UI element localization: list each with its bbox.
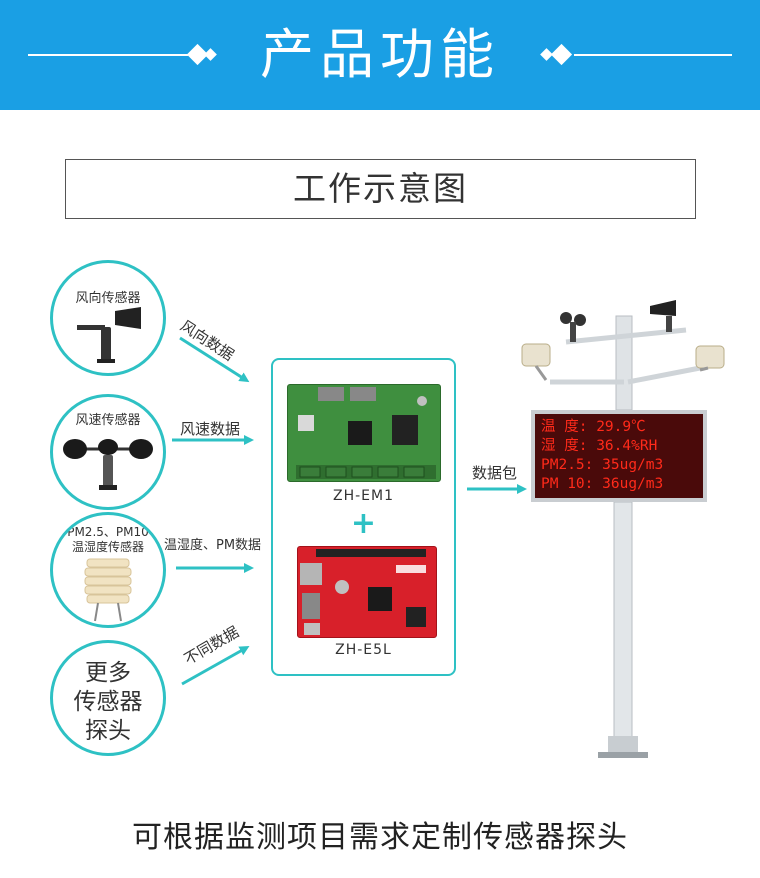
flow-label-wind-direction: 风向数据 <box>177 316 238 365</box>
wind-speed-sensor: 风速传感器 <box>50 394 166 510</box>
led-temperature-label: 温 度: <box>541 419 588 435</box>
wind-vane-icon <box>77 307 141 363</box>
flow-label-packet: 数据包 <box>472 464 518 482</box>
header-banner: 产品功能 <box>0 0 760 110</box>
plus-sign: + <box>350 506 377 541</box>
led-display: 温 度: 29.9℃ 湿 度: 36.4%RH PM2.5: 35ug/m3 P… <box>531 410 707 502</box>
wind-direction-sensor: 风向传感器 <box>50 260 166 376</box>
anemometer-icon <box>63 439 153 490</box>
module-box: ZH-EM1 + ZH-E5L <box>271 358 456 676</box>
radiation-shield-icon <box>84 558 132 622</box>
weather-station-pole <box>521 300 725 758</box>
zh-e5l-label: ZH-E5L <box>335 642 392 658</box>
pm-sensor-label-line2: 温湿度传感器 <box>71 540 144 554</box>
flow-label-other: 不同数据 <box>181 622 242 669</box>
page-title: 产品功能 <box>260 23 500 86</box>
led-row-humidity: 湿 度: 36.4%RH <box>541 437 697 456</box>
led-pm10-value: 36ug/m3 <box>602 476 664 492</box>
more-probes-circle: 更多 传感器 探头 <box>50 640 166 756</box>
flow-label-temp-pm: 温湿度、PM数据 <box>164 538 262 553</box>
led-pm25-label: PM2.5: <box>541 457 594 473</box>
led-temperature-value: 29.9℃ <box>596 419 646 435</box>
led-humidity-label: 湿 度: <box>541 438 588 454</box>
more-probes-line2: 传感器 <box>73 689 143 715</box>
right-ornament <box>540 43 732 66</box>
led-row-pm10: PM 10: 36ug/m3 <box>541 475 697 494</box>
footer-caption: 可根据监测项目需求定制传感器探头 <box>132 820 628 855</box>
zh-em1-label: ZH-EM1 <box>332 488 394 504</box>
left-ornament <box>28 43 218 66</box>
led-pm25-value: 35ug/m3 <box>602 457 664 473</box>
diagram-subtitle: 工作示意图 <box>65 159 696 219</box>
wind-speed-sensor-label: 风速传感器 <box>75 413 141 428</box>
more-probes-line3: 探头 <box>85 718 131 744</box>
pm-sensor: PM2.5、PM10 温湿度传感器 <box>50 512 166 628</box>
flow-label-wind-speed: 风速数据 <box>180 420 241 438</box>
zh-em1-board-image <box>287 384 441 482</box>
more-probes-line1: 更多 <box>85 660 131 686</box>
led-row-temperature: 温 度: 29.9℃ <box>541 418 697 437</box>
pm-sensor-label-line1: PM2.5、PM10 <box>67 525 149 539</box>
zh-e5l-board-image <box>297 546 437 638</box>
led-humidity-value: 36.4%RH <box>596 438 658 454</box>
led-pm10-label: PM 10: <box>541 476 594 492</box>
led-row-pm25: PM2.5: 35ug/m3 <box>541 456 697 475</box>
wind-direction-sensor-label: 风向传感器 <box>75 291 141 306</box>
